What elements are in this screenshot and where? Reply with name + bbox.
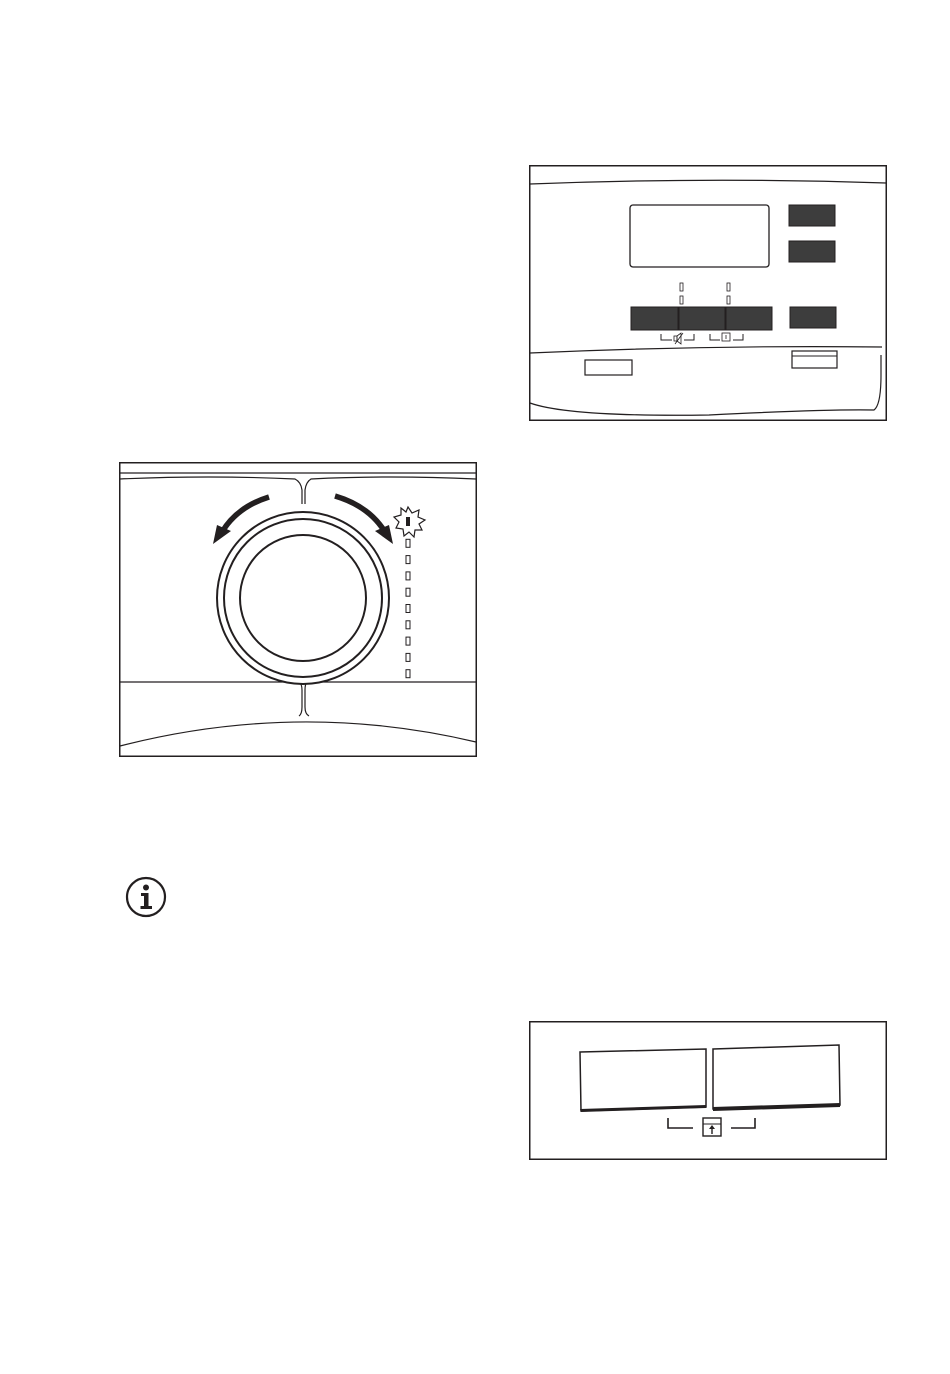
figure-frame — [530, 166, 887, 421]
knob-face[interactable] — [240, 535, 366, 661]
indicator-led — [680, 296, 683, 304]
programme-knob-figure — [119, 462, 477, 757]
display-screen — [630, 205, 769, 267]
detergent-drawer-handle[interactable] — [585, 360, 632, 375]
program-led — [406, 556, 410, 564]
option-button-1[interactable] — [631, 307, 678, 330]
program-led — [406, 605, 410, 613]
program-led — [406, 637, 410, 645]
door-handle[interactable] — [792, 351, 837, 368]
program-led — [406, 653, 410, 661]
program-led — [406, 539, 410, 547]
lit-program-led — [406, 517, 410, 526]
indicator-led — [727, 283, 730, 291]
lock-icon — [703, 1118, 721, 1136]
lock-button-right[interactable] — [713, 1045, 840, 1109]
lock-button-left[interactable] — [580, 1049, 706, 1111]
info-icon — [125, 876, 167, 918]
right-button-3[interactable] — [790, 307, 836, 328]
option-button-3[interactable] — [726, 307, 772, 330]
indicator-led — [727, 296, 730, 304]
program-led — [406, 572, 410, 580]
indicator-led — [680, 283, 683, 291]
right-button-1[interactable] — [789, 205, 835, 226]
control-panel-figure — [529, 165, 887, 421]
right-button-2[interactable] — [789, 241, 835, 262]
control-panel-illustration — [529, 165, 887, 421]
child-lock-figure — [529, 1021, 887, 1160]
programme-knob-illustration — [119, 462, 477, 757]
program-led — [406, 621, 410, 629]
program-led — [406, 588, 410, 596]
program-led — [406, 670, 410, 678]
child-lock-illustration — [529, 1021, 887, 1160]
program-led-column — [406, 539, 410, 677]
option-button-2[interactable] — [679, 307, 725, 330]
